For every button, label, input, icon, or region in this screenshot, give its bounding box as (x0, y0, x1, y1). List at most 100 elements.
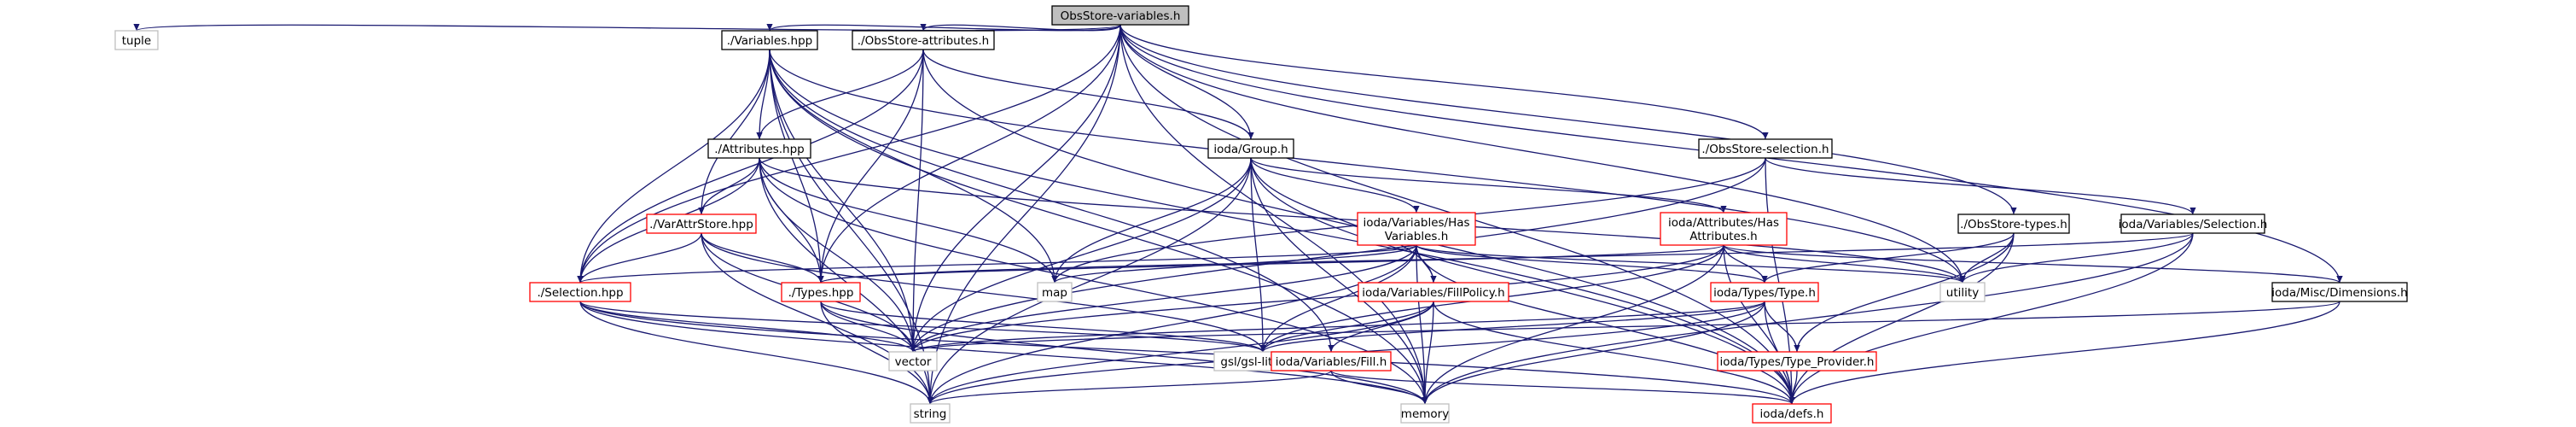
edge-vars-to-attrs (756, 49, 770, 140)
node-attrs-label: ./Attributes.hpp (714, 143, 804, 156)
node-tuple-box (114, 30, 159, 50)
edge-root-to-utility-line (1119, 24, 1963, 284)
node-typeprov-box (1717, 351, 1877, 371)
edge-fill-to-string (927, 370, 1332, 405)
edge-obsattr-to-group-arrowhead (1247, 132, 1254, 139)
edge-root-to-string-line (929, 24, 1121, 405)
edge-hasattrs-to-dims-arrowhead (2336, 276, 2343, 283)
node-fill[interactable]: ioda/Variables/Fill.h (1271, 351, 1392, 371)
edge-varsel-to-utility-arrowhead (1959, 276, 1966, 283)
node-selection[interactable]: ./Selection.hpp (529, 282, 631, 302)
edge-group-to-gsl-line (1250, 157, 1264, 353)
edge-vars-to-selection-line (579, 49, 770, 284)
node-fillpolicy[interactable]: ioda/Variables/FillPolicy.h (1358, 282, 1509, 302)
edge-hasvars-to-utility-line (1416, 244, 1963, 284)
node-obssel-box (1698, 138, 1833, 159)
edge-vars-to-string (769, 49, 933, 405)
node-map-box (1037, 282, 1073, 302)
edge-root-to-selection-line (579, 24, 1121, 284)
node-varattr-box (646, 214, 757, 234)
node-typeprov[interactable]: ioda/Types/Type_Provider.h (1717, 351, 1877, 371)
edge-varsel-to-types-arrowhead (817, 276, 824, 283)
node-fillpolicy-box (1358, 282, 1509, 302)
edge-attrs-to-vector-line (759, 157, 914, 353)
node-dims[interactable]: ioda/Misc/Dimensions.h (2271, 282, 2408, 302)
edge-vars-to-defs-line (769, 49, 1793, 405)
node-obssel[interactable]: ./ObsStore-selection.h (1698, 138, 1833, 159)
edge-hasattrs-to-type-arrowhead (1761, 276, 1768, 283)
edge-root-to-selection (577, 24, 1121, 284)
edge-obsattr-to-group (922, 49, 1254, 140)
node-fill-label: ioda/Variables/Fill.h (1276, 355, 1387, 369)
edge-varsel-to-memory-line (1424, 232, 2194, 405)
edge-root-to-vars-line (769, 24, 1121, 32)
edge-hasvars-to-string-line (929, 244, 1417, 405)
edge-root-to-obssel-line (1119, 24, 1766, 140)
edge-vars-to-string-line (769, 49, 931, 405)
edge-obsattr-to-attrs-line (759, 49, 924, 140)
node-varsel[interactable]: ioda/Variables/Selection.h (2119, 214, 2268, 234)
edge-obsattr-to-attrs (756, 49, 924, 140)
node-hasvars-label-0: ioda/Variables/Has (1363, 216, 1469, 230)
node-varattr[interactable]: ./VarAttrStore.hpp (646, 214, 757, 234)
edge-hasvars-to-selection (577, 244, 1417, 284)
node-type-label: ioda/Types/Type.h (1713, 286, 1816, 300)
edge-group-to-hasattrs (1250, 157, 1727, 214)
node-type[interactable]: ioda/Types/Type.h (1710, 282, 1819, 302)
nodes-layer: ObsStore-variables.htuple./Variables.hpp… (114, 5, 2408, 424)
edge-root-to-obstypes-line (1119, 24, 2015, 215)
node-types-box (781, 282, 861, 302)
edge-attrs-to-varattr-arrowhead (698, 208, 705, 214)
edge-root-to-vars-arrowhead (766, 24, 773, 31)
node-defs-box (1752, 403, 1832, 424)
edge-obsattr-to-vector (910, 49, 924, 353)
edge-root-to-vars (766, 24, 1121, 32)
node-obstypes-label: ./ObsStore-types.h (1960, 218, 2067, 231)
edge-fill-to-memory-line (1330, 370, 1426, 405)
node-obstypes-box (1957, 214, 2070, 234)
edge-attrs-to-map-line (759, 157, 1055, 284)
edge-vars-to-vector (769, 49, 916, 353)
node-dims-label: ioda/Misc/Dimensions.h (2271, 286, 2407, 300)
edge-root-to-group-line (1119, 24, 1252, 140)
edge-obssel-to-vector-line (912, 157, 1766, 353)
node-obstypes[interactable]: ./ObsStore-types.h (1957, 214, 2070, 234)
edge-fillpolicy-to-fill-arrowhead (1328, 345, 1335, 352)
node-selection-box (529, 282, 631, 302)
edge-group-to-hasattrs-arrowhead (1720, 206, 1727, 213)
edge-varsel-to-memory (1422, 232, 2194, 405)
node-utility-label: utility (1946, 286, 1979, 300)
node-defs[interactable]: ioda/defs.h (1752, 403, 1832, 424)
node-group[interactable]: ioda/Group.h (1207, 138, 1294, 159)
edge-vars-to-selection (577, 49, 770, 284)
edge-dims-to-vector (910, 301, 2340, 353)
edge-root-to-tuple-arrowhead (133, 24, 140, 31)
edge-types-to-gsl-line (820, 301, 1264, 353)
edge-obsattr-to-vector-line (912, 49, 924, 353)
edge-type-to-typeprov (1764, 301, 1800, 353)
edge-type-to-typeprov-arrowhead (1794, 345, 1800, 352)
edge-fillpolicy-to-string-line (929, 301, 1434, 405)
node-map-label: map (1042, 286, 1067, 300)
edge-type-to-gsl (1259, 301, 1765, 353)
node-vars[interactable]: ./Variables.hpp (721, 30, 818, 50)
node-varsel-label: ioda/Variables/Selection.h (2119, 218, 2268, 231)
edge-hasattrs-to-memory-line (1424, 244, 1724, 405)
edge-fillpolicy-to-defs-line (1433, 301, 1793, 405)
edge-obstypes-to-type-line (1764, 232, 2015, 284)
edge-obssel-to-varsel-arrowhead (2189, 208, 2196, 214)
node-memory-label: memory (1401, 407, 1449, 421)
node-root: ObsStore-variables.h (1051, 5, 1189, 26)
edge-vars-to-utility-line (769, 49, 1963, 284)
edge-obssel-to-varsel-line (1765, 157, 2194, 215)
node-obsattr[interactable]: ./ObsStore-attributes.h (852, 30, 995, 50)
edge-type-to-gsl-line (1262, 301, 1765, 353)
node-memory: memory (1400, 403, 1450, 424)
node-typeprov-label: ioda/Types/Type_Provider.h (1720, 355, 1875, 369)
node-types[interactable]: ./Types.hpp (781, 282, 861, 302)
node-hasattrs-label-1: Attributes.h (1689, 230, 1758, 243)
node-attrs[interactable]: ./Attributes.hpp (707, 138, 811, 159)
